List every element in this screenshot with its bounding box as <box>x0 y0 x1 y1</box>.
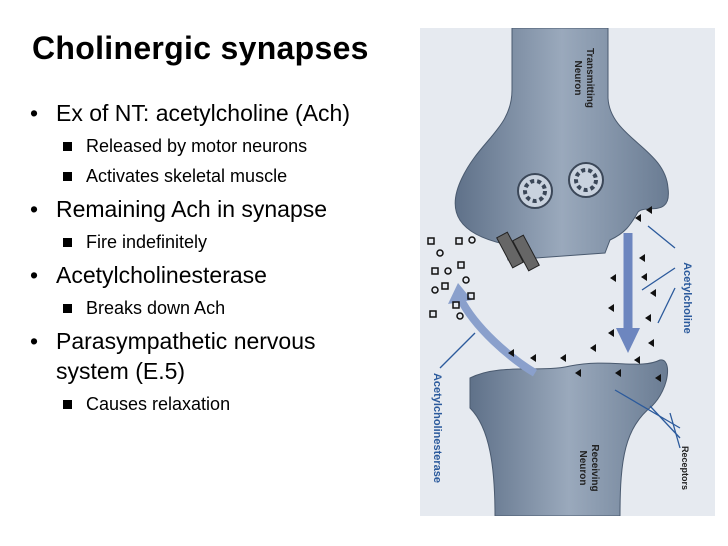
label-neuron-bottom: Neuron <box>577 451 588 486</box>
pointer-lines <box>439 225 681 449</box>
channel <box>512 234 540 272</box>
sub-bullet-released: Released by motor neurons <box>26 134 426 158</box>
breakdown-arrow <box>456 296 538 377</box>
sub-bullet-relaxation: Causes relaxation <box>26 392 426 416</box>
bullet-parasympathetic-line1: Parasympathetic nervous <box>56 328 316 354</box>
label-acetylcholinesterase: Acetylcholinesterase <box>431 373 443 483</box>
channel <box>496 231 524 269</box>
bullet-parasympathetic-line2: system (E.5) <box>56 358 186 384</box>
breakdown-products <box>427 236 476 320</box>
sub-bullet-fire: Fire indefinitely <box>26 230 426 254</box>
label-receiving: Receiving <box>589 444 600 491</box>
release-arrowhead <box>616 328 640 353</box>
synapse-diagram: Transmitting Neuron Receiving Neuron Ace… <box>420 28 715 516</box>
bullet-acetylcholine: Ex of NT: acetylcholine (Ach) <box>26 98 426 128</box>
vesicle <box>517 173 553 209</box>
breakdown-arrowhead <box>448 283 472 304</box>
bullet-remaining-ach: Remaining Ach in synapse <box>26 194 426 224</box>
receiving-neuron <box>469 359 669 516</box>
label-transmitting: Transmitting <box>584 48 595 108</box>
bullet-acetylcholinesterase: Acetylcholinesterase <box>26 260 426 290</box>
bullet-list: Ex of NT: acetylcholine (Ach) Released b… <box>26 92 426 416</box>
label-acetylcholine: Acetylcholine <box>681 262 693 334</box>
sub-bullet-activates: Activates skeletal muscle <box>26 164 426 188</box>
slide-title: Cholinergic synapses <box>32 30 369 66</box>
label-neuron-top: Neuron <box>572 61 583 96</box>
sub-bullet-breaks-down: Breaks down Ach <box>26 296 426 320</box>
bullet-parasympathetic: Parasympathetic nervous system (E.5) <box>26 326 426 386</box>
acetylcholine-molecules <box>508 206 661 382</box>
vesicle <box>568 162 604 198</box>
transmitting-neuron <box>454 28 669 261</box>
label-receptors: Receptors <box>680 446 690 490</box>
